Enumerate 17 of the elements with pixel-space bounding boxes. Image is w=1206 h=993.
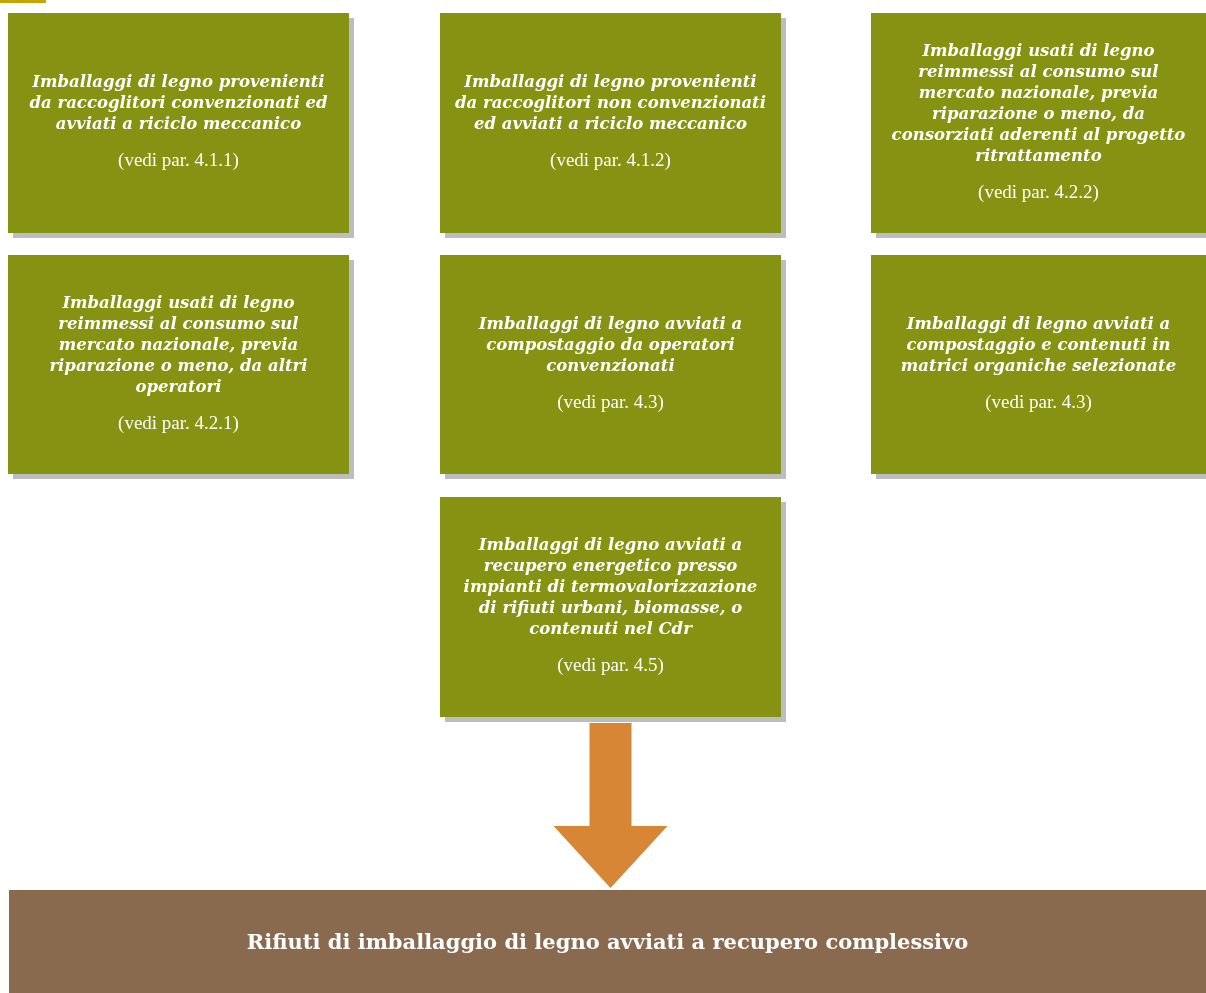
category-title: Imballaggi di legno avviati a compostaggio da operatori convenzionati — [477, 312, 744, 376]
section-reference: (vedi par. 4.3) — [985, 389, 1092, 414]
section-reference: (vedi par. 4.3) — [557, 389, 664, 414]
category-title: Imballaggi usati di legno reimmessi al consumo sul mercato nazionale, previa riparazione o meno, da altri operatori — [48, 291, 309, 397]
block-arrow — [553, 723, 668, 888]
category-title: Imballaggi di legno provenienti da raccoglitori convenzionati ed avviati a riciclo meccanico — [28, 71, 329, 135]
category-title: Imballaggi di legno avviati a compostaggio e contenuti in matrici organiche selezionate — [899, 312, 1178, 376]
section-reference: (vedi par. 4.2.1) — [118, 410, 239, 435]
category-title: Imballaggi di legno avviati a recupero energetico presso impianti di termovalorizzazione di rifiuti urbani, biomasse, o contenuti nel Cdr — [462, 534, 759, 640]
result-box — [9, 890, 1206, 993]
result-title: Rifiuti di imballaggio di legno avviati a recupero complessivo — [246, 927, 969, 956]
section-reference: (vedi par. 4.2.2) — [978, 179, 1099, 204]
category-title: Imballaggi usati di legno reimmessi al consumo sul mercato nazionale, previa riparazione o meno, da consorziati aderenti al progetto ritrattamento — [890, 39, 1187, 166]
section-reference: (vedi par. 4.1.1) — [118, 148, 239, 173]
category-title: Imballaggi di legno provenienti da raccoglitori non convenzionati ed avviati a riciclo meccanico — [454, 71, 767, 135]
section-reference: (vedi par. 4.5) — [557, 653, 664, 678]
section-reference: (vedi par. 4.1.2) — [550, 148, 671, 173]
